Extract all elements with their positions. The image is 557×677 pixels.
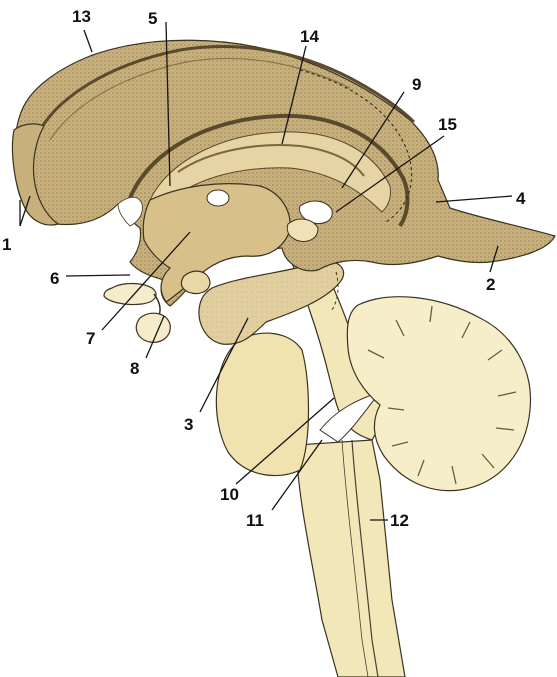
label-6: 6	[50, 269, 59, 288]
spinal-cord	[296, 440, 405, 677]
label-4: 4	[516, 189, 526, 208]
label-3: 3	[184, 415, 193, 434]
label-8: 8	[130, 359, 139, 378]
label-7: 7	[86, 329, 95, 348]
interventricular-foramen	[207, 190, 229, 206]
label-5: 5	[148, 9, 157, 28]
label-1: 1	[2, 235, 11, 254]
label-15: 15	[438, 115, 457, 134]
pituitary	[136, 313, 170, 342]
label-12: 12	[390, 511, 409, 530]
optic-structure	[104, 284, 156, 305]
pons	[216, 333, 308, 475]
label-14: 14	[300, 27, 319, 46]
label-13: 13	[72, 7, 91, 26]
label-2: 2	[486, 275, 495, 294]
label-10: 10	[220, 485, 239, 504]
mammillary-body	[181, 271, 210, 293]
label-11: 11	[246, 511, 264, 530]
label-9: 9	[412, 75, 421, 94]
